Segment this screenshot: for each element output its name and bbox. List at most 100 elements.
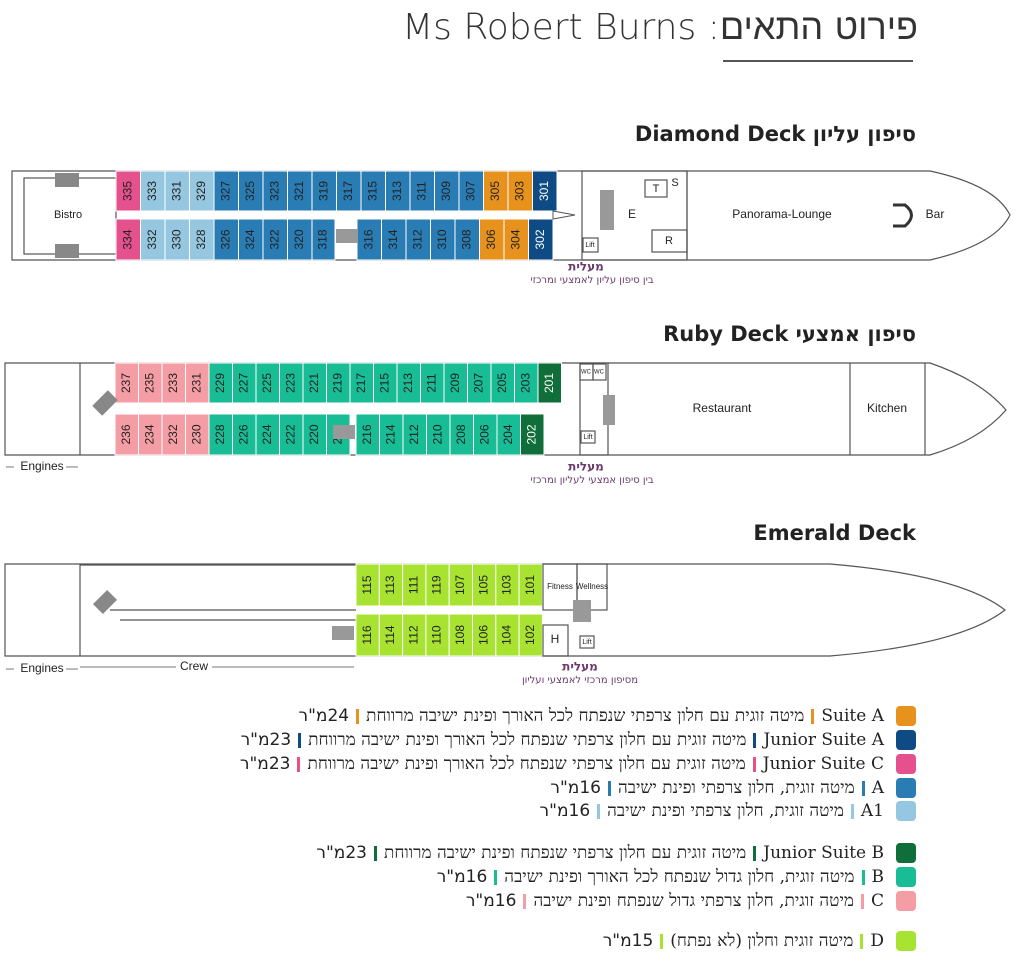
cabin-323: [262, 170, 288, 212]
bistro-stairs-bottom: [55, 244, 79, 258]
diamond-elevator-label: מעלית: [568, 260, 604, 274]
ruby-engines-bg: [14, 460, 66, 474]
cabin-label-236: 236: [119, 424, 133, 444]
ruby-deck-title: סיפון אמצעי Ruby Deck: [663, 322, 916, 346]
cabin-label-317: 317: [341, 181, 355, 201]
cabin-101: [518, 563, 543, 607]
cabin-label-207: 207: [471, 373, 485, 393]
cabin-302: [528, 218, 554, 261]
legend-swatch: [896, 843, 916, 863]
legend-code: A: [871, 778, 884, 798]
legend-separator: [850, 803, 854, 819]
cabin-319: [311, 170, 337, 212]
cabin-label-323: 323: [267, 181, 281, 201]
cabin-307: [458, 170, 484, 212]
cabin-304: [503, 218, 529, 261]
cabin-308: [454, 218, 480, 261]
wellness-room: [576, 563, 608, 611]
legend-separator: [660, 933, 664, 949]
cabin-label-205: 205: [495, 373, 509, 393]
legend-separator: [297, 756, 301, 772]
cabin-label-206: 206: [477, 424, 491, 444]
cabin-label-106: 106: [476, 625, 490, 645]
cabin-label-119: 119: [430, 575, 444, 594]
cabin-label-332: 332: [145, 229, 159, 249]
cabin-label-227: 227: [236, 373, 250, 393]
e-label: E: [628, 207, 636, 221]
ruby-lift-label: Lift: [583, 434, 592, 441]
cabin-333: [140, 170, 166, 212]
bistro-label: Bistro: [54, 209, 82, 221]
cabin-label-307: 307: [463, 181, 477, 201]
legend-size: 16מ"ר: [550, 778, 601, 798]
cabin-label-314: 314: [386, 229, 400, 249]
wellness-label: Wellness: [576, 582, 608, 591]
emerald-engines-bg: [14, 662, 66, 676]
crew-bg: [176, 660, 212, 674]
cabin-label-209: 209: [448, 373, 462, 393]
cabin-317: [336, 170, 362, 212]
legend-swatch: [896, 891, 916, 911]
cabin-label-234: 234: [142, 424, 156, 444]
cabin-label-326: 326: [218, 229, 232, 249]
cabin-label-327: 327: [218, 181, 232, 201]
cabin-label-333: 333: [145, 181, 159, 201]
cabin-102: [518, 613, 543, 657]
cabin-label-304: 304: [508, 229, 522, 249]
cabin-label-235: 235: [142, 373, 156, 393]
cabin-label-318: 318: [316, 229, 330, 249]
t-room: [644, 179, 668, 198]
legend-separator: [860, 933, 864, 949]
cabin-label-230: 230: [189, 424, 203, 444]
cabin-label-301: 301: [537, 181, 551, 201]
title-underline: [723, 60, 913, 62]
cabin-202: [520, 413, 545, 456]
wc-2: [592, 363, 607, 381]
cabin-label-320: 320: [292, 229, 306, 249]
cabin-label-114: 114: [383, 625, 397, 644]
cabin-label-224: 224: [260, 424, 274, 444]
page-title: פירוט התאים: Ms Robert Burns: [402, 7, 918, 48]
legend-size: 16מ"ר: [465, 891, 517, 911]
legend-description: מיטה זוגית, חלון צרפתי גדול שנפתח ופינת …: [533, 891, 854, 911]
kitchen-label: Kitchen: [867, 401, 907, 415]
cabin-label-223: 223: [283, 373, 297, 393]
cabin-label-210: 210: [430, 424, 444, 444]
bistro-stairs-top: [55, 173, 79, 187]
cabin-335: [115, 170, 141, 212]
cabin-label-222: 222: [283, 424, 297, 444]
cabin-label-313: 313: [390, 181, 404, 201]
cabin-320: [287, 218, 313, 261]
wc-1-label: WC: [581, 370, 592, 376]
legend-swatch: [896, 778, 916, 798]
legend-code: D: [870, 931, 884, 951]
ruby-engines-label: Engines: [20, 459, 63, 473]
h-label: H: [551, 632, 560, 646]
cabin-331: [164, 170, 190, 212]
cabin-label-202: 202: [524, 424, 538, 444]
emerald-hull: [4, 563, 1006, 657]
legend-code: Junior Suite C: [762, 754, 884, 774]
diamond-stairs: [600, 190, 614, 230]
emerald-deck-title: Emerald Deck: [753, 521, 916, 545]
legend-description: מיטה זוגית עם חלון צרפתי שנפתח לכל האורך…: [308, 730, 747, 750]
legend-separator: [597, 803, 601, 819]
ruby-elevator-label: מעלית: [568, 460, 604, 474]
emerald-center-stairs: [332, 626, 354, 640]
diamond-deck-title: סיפון עליון Diamond Deck: [634, 122, 916, 146]
cabin-301: [532, 170, 558, 212]
cabin-label-311: 311: [414, 181, 428, 200]
legend-description: מיטה זוגית עם חלון צרפתי שנפתח לכל האורך…: [366, 706, 805, 726]
cabin-313: [385, 170, 411, 212]
cabin-label-102: 102: [523, 625, 537, 645]
cabin-label-213: 213: [401, 373, 415, 393]
cabin-label-303: 303: [512, 181, 526, 201]
ruby-lift: [580, 430, 596, 444]
legend-size: 15מ"ר: [602, 931, 654, 951]
legend-size: 23מ"ר: [240, 730, 292, 750]
cabin-label-115: 115: [360, 575, 374, 594]
cabin-label-110: 110: [430, 625, 444, 644]
